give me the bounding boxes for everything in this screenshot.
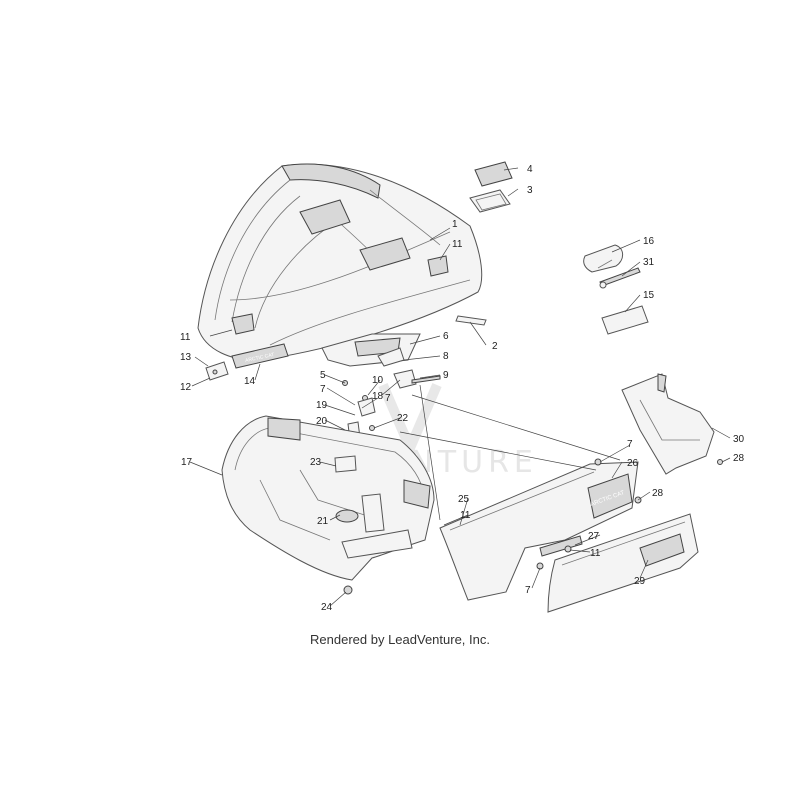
accessory-parts [455,244,649,335]
callout-14: 14 [244,376,256,387]
callout-31: 31 [643,257,655,268]
callout-6: 6 [443,331,449,342]
callout-7-d: 7 [525,585,531,596]
callout-28-a: 28 [733,453,745,464]
callout-4: 4 [527,164,533,175]
callout-7-a: 7 [320,384,326,395]
callout-23: 23 [310,457,322,468]
render-credit: Rendered by LeadVenture, Inc. [310,632,490,647]
callout-11-bin: 11 [460,510,471,521]
callout-12: 12 [180,382,192,393]
callout-26: 26 [627,458,639,469]
callout-20: 20 [316,416,328,427]
callout-11-fascia: 11 [590,548,601,559]
callout-30: 30 [733,434,745,445]
callout-3: 3 [527,185,533,196]
callout-13: 13 [180,352,192,363]
callout-2: 2 [492,341,498,352]
callout-29: 29 [634,576,646,587]
callout-5: 5 [320,370,326,381]
callout-1: 1 [452,219,458,230]
callout-15: 15 [643,290,655,301]
callout-8: 8 [443,351,449,362]
callout-17: 17 [181,457,193,468]
callout-19: 19 [316,400,328,411]
callout-24: 24 [321,602,333,613]
callout-9: 9 [443,370,449,381]
hood: ARCTIC CAT [197,163,483,369]
callout-25: 25 [458,494,470,505]
callout-7-c: 7 [627,439,633,450]
lower-side-panel [547,513,699,613]
callout-10: 10 [372,375,384,386]
front-fascia: ARCTIC CAT [439,458,642,601]
callout-11-left: 11 [180,332,191,343]
callout-7-b: 7 [385,393,391,404]
callout-27: 27 [588,531,600,542]
callout-22: 22 [397,413,409,424]
callout-21: 21 [317,516,329,527]
callout-11: 11 [452,239,463,250]
storage-bin [221,415,435,595]
callout-labels: 4 3 1 11 16 31 15 11 2 6 13 8 12 14 5 9 … [180,164,745,613]
callout-28-b: 28 [652,488,664,499]
callout-18: 18 [372,391,384,402]
leader-lines [189,167,731,607]
right-side-panel [621,373,723,475]
vent-parts [469,161,513,213]
callout-16: 16 [643,236,655,247]
